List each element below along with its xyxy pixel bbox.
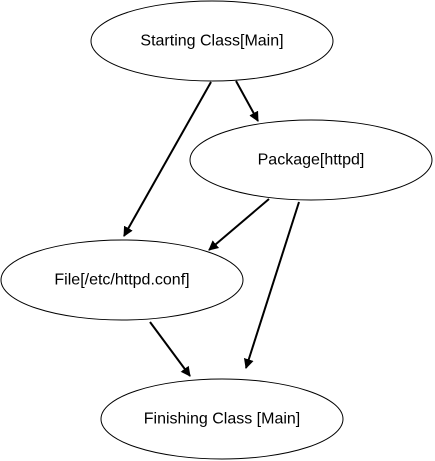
node-package-label: Package[httpd] bbox=[258, 152, 365, 169]
node-package-ellipse bbox=[189, 119, 433, 201]
node-finishing-class[interactable]: Finishing Class [Main] bbox=[100, 378, 344, 460]
edge-starting-to-file bbox=[123, 81, 212, 237]
node-finishing-class-ellipse bbox=[100, 378, 344, 460]
node-file-ellipse bbox=[0, 239, 244, 321]
edge-package-to-finishing bbox=[243, 201, 300, 369]
node-finishing-class-label: Finishing Class [Main] bbox=[144, 411, 301, 428]
node-starting-class[interactable]: Starting Class[Main] bbox=[90, 0, 334, 82]
node-file[interactable]: File[/etc/httpd.conf] bbox=[0, 239, 244, 321]
edge-file-to-finishing bbox=[149, 321, 191, 377]
node-package[interactable]: Package[httpd] bbox=[189, 119, 433, 201]
edge-starting-to-package bbox=[235, 80, 259, 122]
node-file-label: File[/etc/httpd.conf] bbox=[54, 272, 189, 289]
node-starting-class-label: Starting Class[Main] bbox=[140, 33, 283, 50]
edge-package-to-file bbox=[208, 198, 270, 251]
node-starting-class-ellipse bbox=[90, 0, 334, 82]
edges bbox=[123, 80, 300, 377]
